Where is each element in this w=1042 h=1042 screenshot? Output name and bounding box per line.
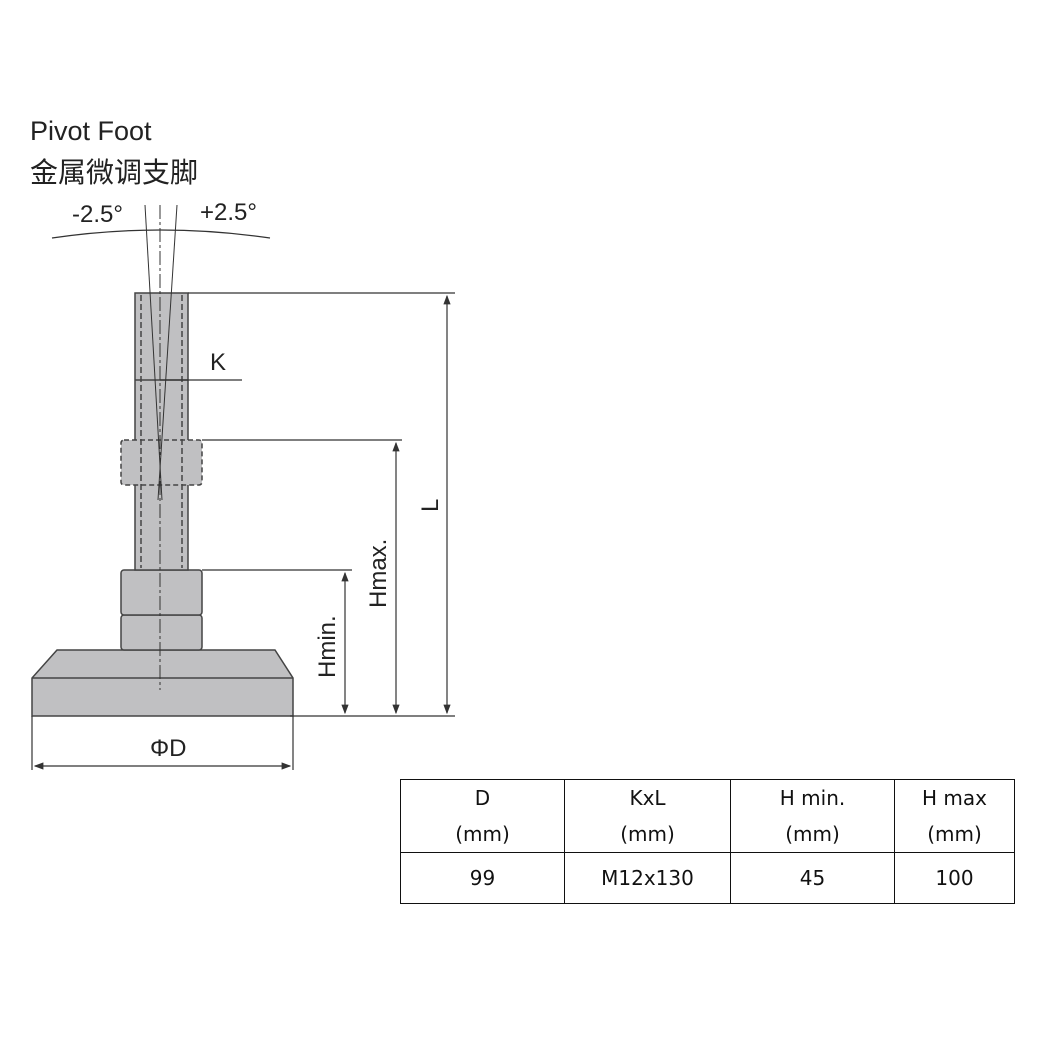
title-en: Pivot Foot [30,116,152,146]
header-name: H min. [779,786,846,810]
spec-table: D (mm) KxL (mm) H min. (mm) H max (mm) 99 M1… [400,779,1015,904]
header-unit: (mm) [620,822,675,846]
table-header-row: D (mm) KxL (mm) H min. (mm) H max (mm) [400,779,1015,853]
header-unit: (mm) [455,822,510,846]
header-d: D (mm) [400,779,565,853]
label-hmin: Hmin. [314,615,341,678]
center-lines [144,204,178,690]
dimension-lines [31,292,455,770]
header-kxl: KxL (mm) [564,779,731,853]
threaded-shaft [134,292,189,571]
lower-nut-1 [120,569,203,616]
header-hmax: H max (mm) [894,779,1015,853]
cell-kxl: M12x130 [564,852,731,904]
label-l: L [417,499,444,512]
table-row: 99 M12x130 45 100 [400,852,1015,904]
angle-arc [51,229,271,239]
cell-d: 99 [400,852,565,904]
cell-hmin: 45 [730,852,895,904]
base [31,649,294,717]
label-k: K [210,349,226,376]
header-unit: (mm) [785,822,840,846]
title-cn: 金属微调支脚 [30,157,198,188]
lower-nut-2 [120,614,203,651]
header-name: KxL [629,786,666,810]
angle-plus: +2.5° [200,199,257,226]
pivot-foot-body [31,292,294,717]
header-unit: (mm) [927,822,982,846]
cell-hmax: 100 [894,852,1015,904]
header-name: D [474,786,491,810]
header-name: H max [922,786,987,810]
angle-minus: -2.5° [72,201,123,228]
label-hmax: Hmax. [365,539,392,608]
header-hmin: H min. (mm) [730,779,895,853]
label-diameter: ΦD [150,735,186,762]
